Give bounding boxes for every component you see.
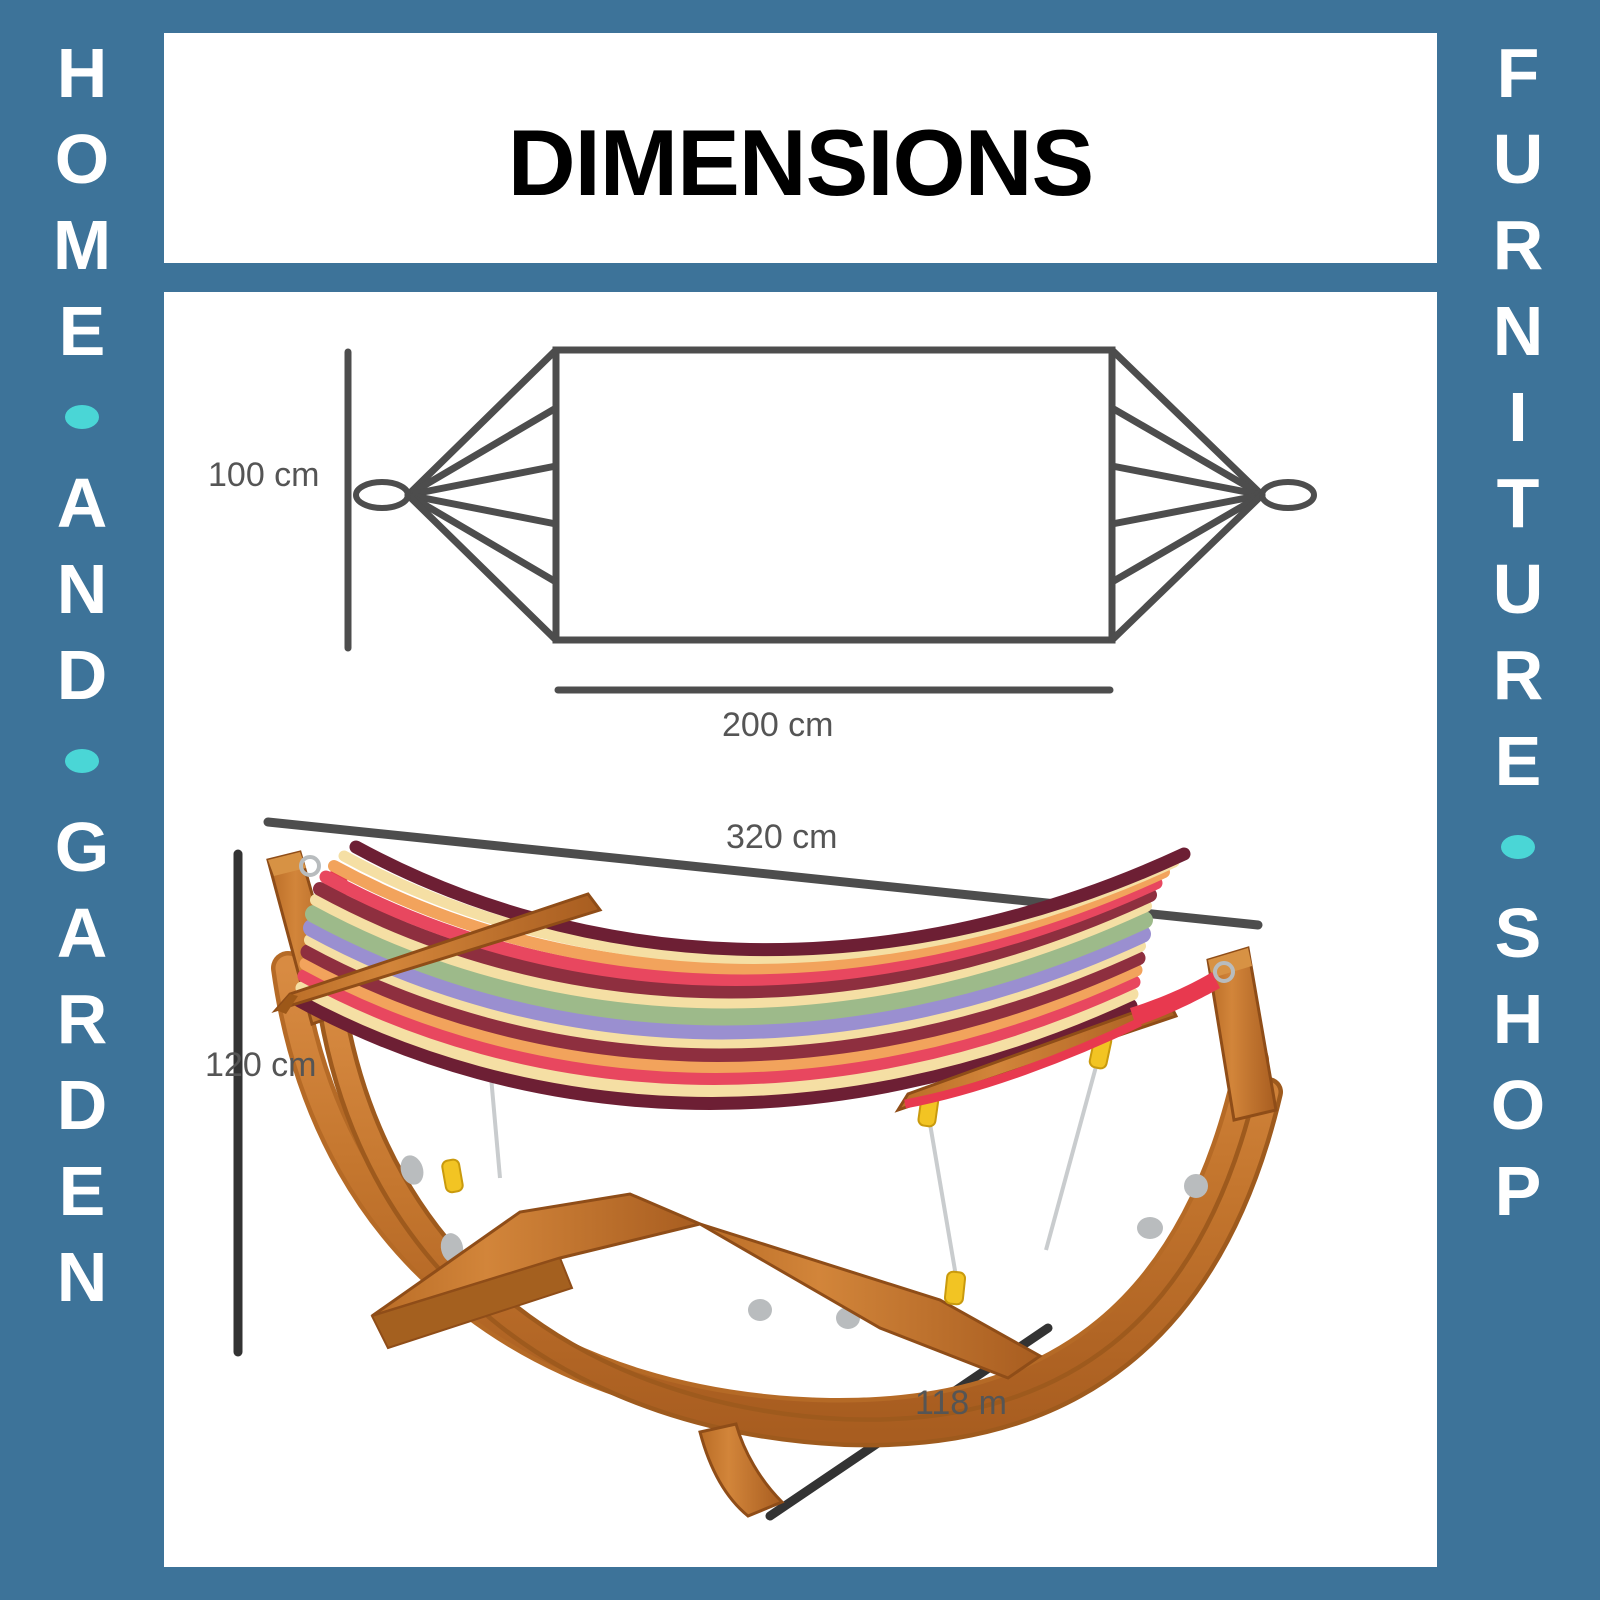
brand-letter-right-10: S — [1494, 894, 1542, 972]
diagram-panel — [164, 292, 1437, 1567]
brand-letter-right-4: I — [1508, 378, 1528, 456]
brand-letter-right-2: R — [1492, 206, 1544, 284]
dot-icon — [65, 749, 99, 773]
brand-letter-right-0: F — [1496, 34, 1540, 112]
brand-letter-left-11: R — [56, 980, 108, 1058]
brand-letter-left-5: A — [56, 464, 108, 542]
brand-separator-dot-left — [0, 718, 164, 804]
dimension-label-length-320: 320 cm — [726, 818, 838, 856]
brand-letter-right-6: U — [1492, 550, 1544, 628]
brand-letter-left-12: D — [56, 1066, 108, 1144]
dimension-label-depth-118: 118 m — [915, 1384, 1007, 1422]
brand-letter-left-14: N — [56, 1238, 108, 1316]
brand-letter-right-7: R — [1492, 636, 1544, 714]
dot-icon — [65, 405, 99, 429]
brand-letter-right-8: E — [1494, 722, 1542, 800]
title-panel: DIMENSIONS — [164, 33, 1437, 263]
brand-letter-left-9: G — [54, 808, 110, 886]
brand-separator-dot-left — [0, 374, 164, 460]
brand-letter-left-10: A — [56, 894, 108, 972]
brand-letter-left-0: H — [56, 34, 108, 112]
brand-letter-right-12: O — [1490, 1066, 1546, 1144]
dimension-label-width-200: 200 cm — [722, 706, 834, 744]
brand-letter-left-2: M — [52, 206, 112, 284]
brand-letter-right-1: U — [1492, 120, 1544, 198]
brand-letter-right-11: H — [1492, 980, 1544, 1058]
brand-letter-left-6: N — [56, 550, 108, 628]
brand-letter-right-13: P — [1494, 1152, 1542, 1230]
brand-letter-right-3: N — [1492, 292, 1544, 370]
brand-letter-right-5: T — [1496, 464, 1540, 542]
dimension-label-height-120: 120 cm — [205, 1046, 317, 1084]
brand-letter-left-7: D — [56, 636, 108, 714]
brand-letter-left-1: O — [54, 120, 110, 198]
brand-letter-left-13: E — [58, 1152, 106, 1230]
page-title: DIMENSIONS — [507, 110, 1094, 215]
brand-letter-left-3: E — [58, 292, 106, 370]
brand-separator-dot-right — [1436, 804, 1600, 890]
dot-icon — [1501, 835, 1535, 859]
dimension-label-height-100: 100 cm — [208, 456, 320, 494]
